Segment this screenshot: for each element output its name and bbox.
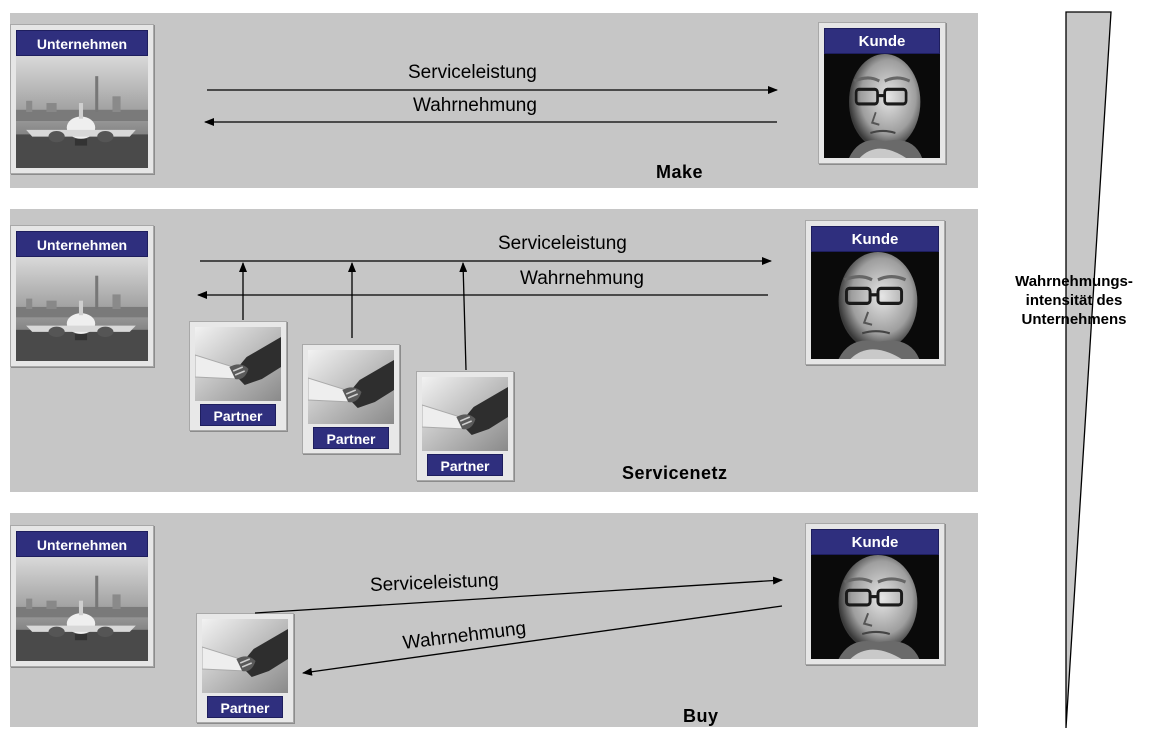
company-label: Unternehmen <box>16 531 148 557</box>
customer-label: Kunde <box>824 28 940 54</box>
customer-label: Kunde <box>811 226 939 252</box>
panel-make <box>10 13 978 188</box>
partner-card: Partner <box>189 321 287 431</box>
partner-card: Partner <box>416 371 514 481</box>
scenario-label: Buy <box>683 706 719 726</box>
customer-portrait-icon <box>811 555 939 659</box>
customer-portrait-icon <box>811 252 939 359</box>
airplane-icon <box>16 557 148 661</box>
handshake-icon <box>202 619 288 693</box>
airplane-icon <box>16 56 148 168</box>
customer-label: Kunde <box>811 529 939 555</box>
company-label: Unternehmen <box>16 231 148 257</box>
company-card: Unternehmen <box>10 225 154 367</box>
company-card: Unternehmen <box>10 525 154 667</box>
intensity-label: Wahrnehmungs- intensität des Unternehmen… <box>985 272 1162 329</box>
customer-card: Kunde <box>805 220 945 365</box>
perception-label: Wahrnehmung <box>413 95 537 116</box>
intensity-label-line3: Unternehmens <box>1021 311 1127 328</box>
intensity-wedge <box>1065 11 1112 729</box>
company-card: Unternehmen <box>10 24 154 174</box>
scenario-label: Servicenetz <box>622 463 728 483</box>
handshake-icon <box>422 377 508 451</box>
customer-portrait-icon <box>824 54 940 158</box>
intensity-label-line1: Wahrnehmungs- <box>1015 273 1133 290</box>
customer-card: Kunde <box>805 523 945 665</box>
partner-label: Partner <box>313 427 389 449</box>
airplane-icon <box>16 257 148 361</box>
perception-label: Wahrnehmung <box>520 268 644 289</box>
intensity-label-line2: intensität des <box>1025 292 1123 309</box>
service-label: Serviceleistung <box>408 62 537 83</box>
partner-label: Partner <box>207 696 283 718</box>
partner-card: Partner <box>302 344 400 454</box>
partner-card: Partner <box>196 613 294 723</box>
partner-label: Partner <box>200 404 276 426</box>
scenario-label: Make <box>656 162 704 182</box>
service-label: Serviceleistung <box>498 233 627 254</box>
partner-label: Partner <box>427 454 503 476</box>
customer-card: Kunde <box>818 22 946 164</box>
handshake-icon <box>308 350 394 424</box>
company-label: Unternehmen <box>16 30 148 56</box>
handshake-icon <box>195 327 281 401</box>
